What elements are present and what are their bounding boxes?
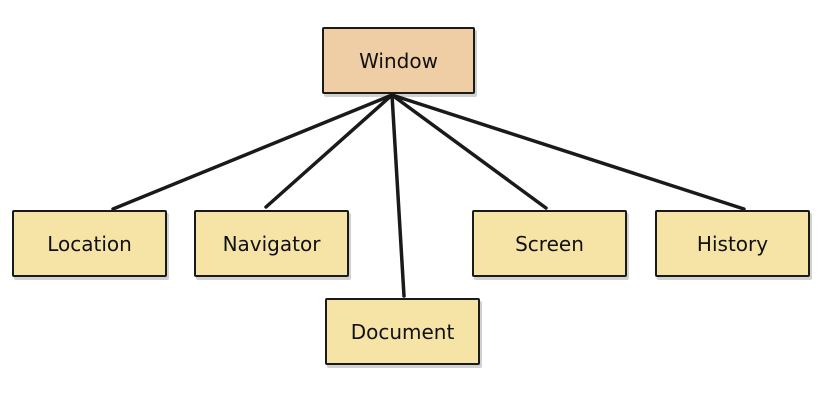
node-label: History — [696, 231, 769, 256]
node-window: Window — [322, 27, 475, 94]
node-label: Location — [47, 231, 132, 256]
edge-window-screen — [390, 93, 548, 210]
node-navigator: Navigator — [194, 210, 349, 277]
node-document: Document — [325, 298, 480, 365]
edge-window-navigator — [264, 93, 394, 209]
edge-window-location — [111, 93, 394, 211]
node-label: Document — [350, 319, 455, 344]
edge-window-document — [390, 93, 406, 298]
node-label: Navigator — [222, 231, 321, 256]
node-location: Location — [12, 210, 167, 277]
node-history: History — [655, 210, 810, 277]
node-label: Window — [359, 48, 438, 73]
node-label: Screen — [515, 231, 584, 256]
edge-window-history — [390, 93, 746, 211]
node-screen: Screen — [472, 210, 627, 277]
